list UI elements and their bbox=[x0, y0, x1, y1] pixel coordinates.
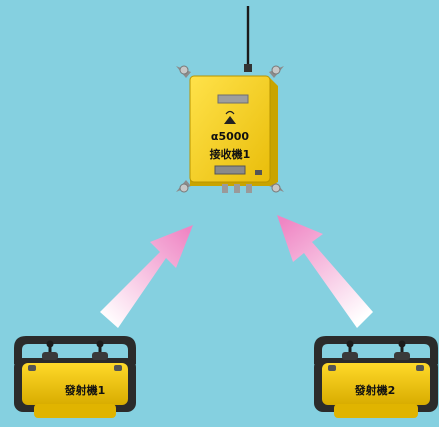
receiver-device bbox=[176, 6, 284, 193]
transmitter-device-2 bbox=[314, 336, 438, 418]
connector-icon bbox=[214, 165, 262, 193]
transmitter-2-label: 發射機2 bbox=[354, 384, 396, 397]
joystick-icon bbox=[342, 340, 410, 360]
antenna-icon bbox=[244, 6, 252, 72]
receiver-model-label: α5000 bbox=[210, 130, 250, 143]
receiver-name-label: 接收機1 bbox=[209, 148, 251, 161]
transmitter-1-label: 發射機1 bbox=[64, 384, 106, 397]
signal-arrow-right bbox=[277, 215, 373, 328]
transmitter-device-1 bbox=[14, 336, 136, 418]
wireless-signal-icon bbox=[224, 110, 236, 124]
joystick-icon bbox=[42, 340, 108, 360]
signal-arrow-left bbox=[100, 225, 193, 328]
